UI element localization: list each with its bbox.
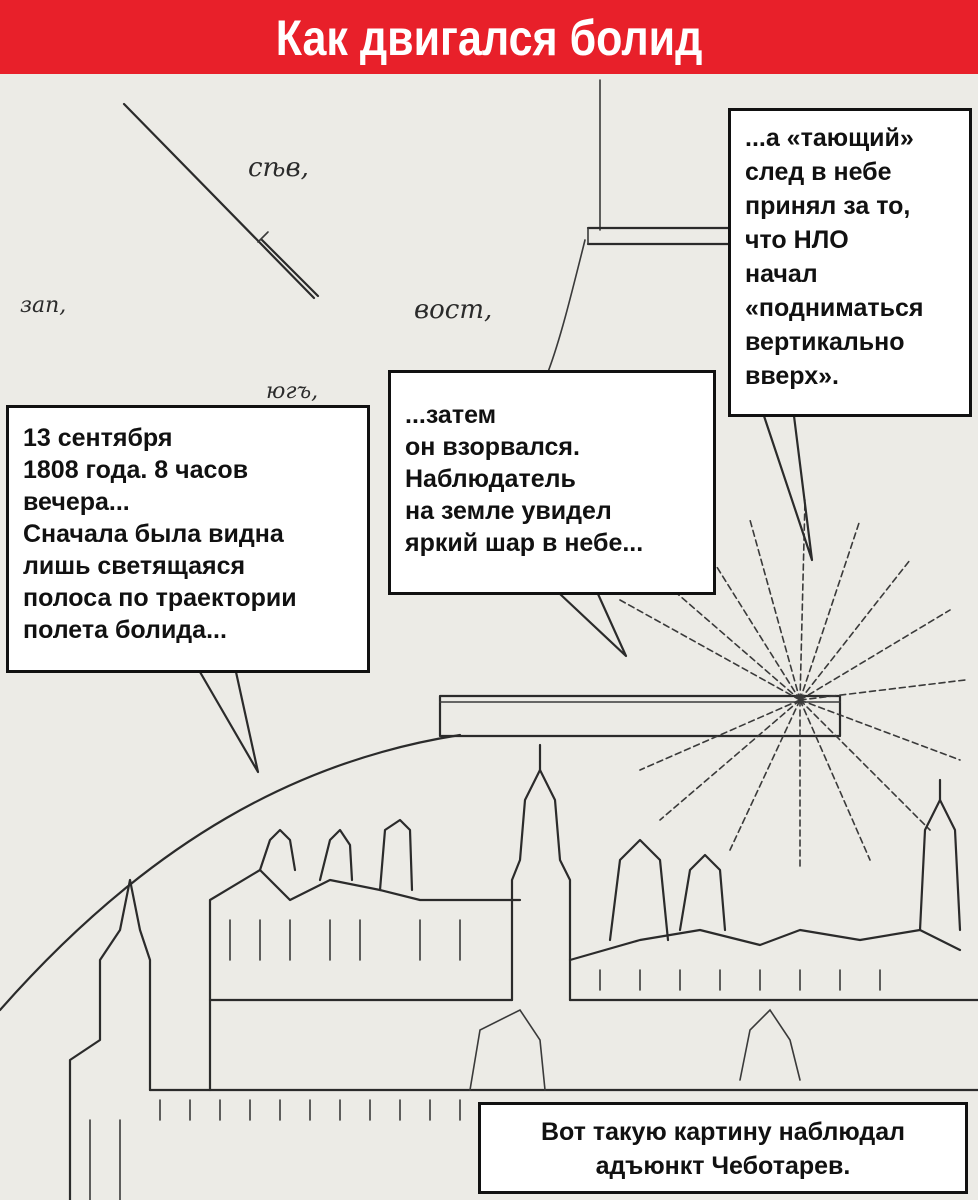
explosion-burst — [619, 499, 966, 871]
meteor-sketch: сѣв, зап, вост, югъ, — [0, 79, 978, 1200]
callout-pointers — [198, 414, 814, 774]
callout-explosion: ...затем он взорвался. Наблюдатель на зе… — [388, 370, 716, 595]
luminous-band — [438, 694, 842, 738]
meteor-trail — [122, 102, 320, 300]
town-silhouette — [68, 743, 978, 1200]
sketch-label-3: вост, — [414, 295, 492, 325]
title-banner: Как двигался болид — [0, 0, 978, 74]
rising-trail — [547, 79, 730, 373]
page-title: Как двигался болид — [275, 10, 703, 66]
callout-trail: ...а «тающий» след в небе принял за то, … — [728, 108, 972, 417]
sketch-label-2: зап, — [20, 293, 66, 318]
sky-arc — [0, 733, 462, 1012]
callout-first-stage: 13 сентября 1808 года. 8 часов вечера...… — [6, 405, 370, 673]
sketch-label-1: сѣв, — [248, 153, 309, 183]
caption-box: Вот такую картину наблюдал адъюнкт Чебот… — [478, 1102, 968, 1194]
sketch-label-4: югъ, — [266, 379, 318, 404]
